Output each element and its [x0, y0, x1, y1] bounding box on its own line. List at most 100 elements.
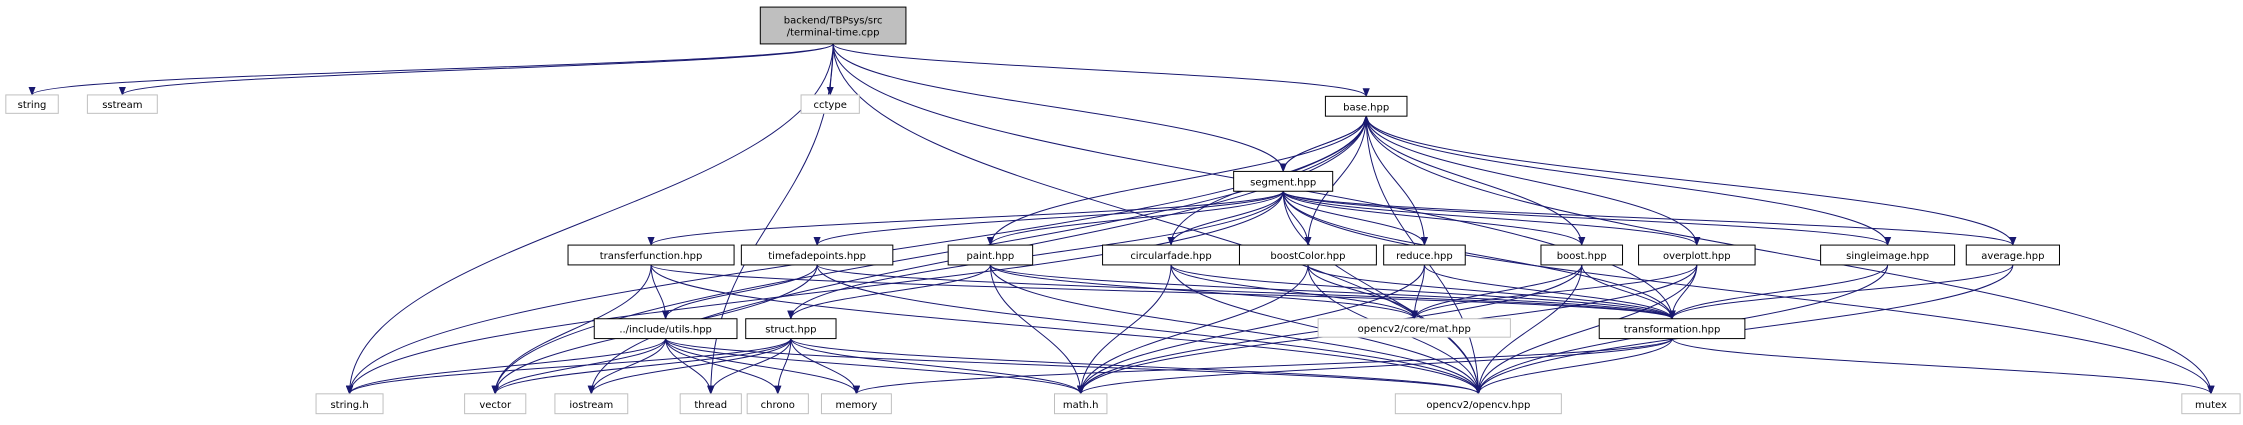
node-label: base.hpp	[1343, 102, 1389, 113]
node-label: opencv2/core/mat.hpp	[1358, 324, 1471, 335]
edge-struct-to-thread	[707, 338, 792, 395]
edge-utils-to-memory	[665, 338, 860, 395]
edge-boostColor-to-base	[1307, 115, 1370, 246]
node-box	[464, 393, 527, 415]
edge-boostColor-to-transformation	[1307, 264, 1676, 320]
node-label: opencv2/opencv.hpp	[1426, 400, 1530, 411]
node-boostColor[interactable]: boostColor.hpp	[1238, 244, 1377, 266]
edge-segment-to-struct	[787, 191, 1284, 320]
edge-segment-to-transferfunction	[647, 190, 1284, 246]
edge-struct-to-iostream	[587, 338, 792, 395]
node-segment[interactable]: segment.hpp	[1233, 170, 1334, 192]
node-label: boostColor.hpp	[1270, 251, 1345, 262]
node-reduce[interactable]: reduce.hpp	[1383, 244, 1466, 266]
node-label: ../include/utils.hpp	[619, 325, 712, 336]
node-box	[1820, 244, 1956, 266]
node-box	[315, 393, 384, 415]
node-label: chrono	[761, 400, 795, 411]
node-label: paint.hpp	[967, 251, 1015, 262]
edge-transferfunction-to-transformation	[650, 264, 1676, 320]
edge-circularfade-to-matcore	[1170, 264, 1418, 320]
node-label: segment.hpp	[1250, 177, 1316, 188]
edge-utils-to-vector	[491, 338, 667, 395]
node-mathh: math.h	[1054, 393, 1108, 415]
node-label: vector	[479, 400, 512, 411]
node-box	[1324, 95, 1408, 117]
edge-base-to-mutex	[1365, 116, 2215, 395]
node-box	[947, 244, 1034, 266]
edge-reduce-to-transformation	[1423, 264, 1676, 320]
edge-paint-to-base	[989, 115, 1370, 246]
node-box	[86, 94, 158, 114]
edge-average-to-transformation	[1668, 264, 2014, 320]
node-matcore: opencv2/core/mat.hpp	[1317, 318, 1511, 338]
node-label: cctype	[814, 100, 847, 111]
edge-boost-to-matcore	[1410, 264, 1583, 320]
node-label: math.h	[1063, 400, 1099, 411]
node-label: memory	[836, 400, 878, 411]
edge-struct-to-stringh	[346, 338, 792, 395]
edge-paint-to-matcore	[989, 264, 1418, 320]
node-label: mutex	[2195, 400, 2227, 411]
edge-utils-to-mathh	[665, 338, 1085, 395]
node-root[interactable]: backend/TBPsys/src/terminal-time.cpp	[759, 6, 907, 45]
node-box	[5, 94, 59, 114]
node-box	[820, 393, 892, 415]
edge-segment-to-boost	[1282, 191, 1586, 246]
node-box	[1394, 393, 1562, 415]
node-cctype: cctype	[800, 94, 860, 114]
node-utils[interactable]: ../include/utils.hpp	[593, 318, 738, 340]
node-box	[593, 318, 738, 340]
node-timefadepoints[interactable]: timefadepoints.hpp	[740, 244, 894, 266]
edge-utils-to-iostream	[587, 338, 667, 395]
node-overplott[interactable]: overplott.hpp	[1638, 244, 1756, 266]
edge-transferfunction-to-opencv	[650, 264, 1482, 395]
node-box	[759, 6, 907, 45]
node-box	[679, 393, 742, 415]
node-box	[745, 318, 837, 340]
node-struct[interactable]: struct.hpp	[745, 318, 837, 340]
edge-segment-to-average	[1282, 190, 2017, 246]
node-box	[1965, 244, 2060, 266]
node-singleimage[interactable]: singleimage.hpp	[1820, 244, 1956, 266]
edge-root-to-string	[28, 43, 834, 96]
edge-segment-to-overplott	[1282, 190, 1701, 246]
node-base[interactable]: base.hpp	[1324, 95, 1408, 117]
node-box	[1054, 393, 1108, 415]
edge-transformation-to-memory	[853, 338, 1673, 395]
node-label: reduce.hpp	[1396, 251, 1453, 262]
node-label: sstream	[102, 100, 142, 111]
edge-timefadepoints-to-utils	[662, 264, 818, 320]
node-label: singleimage.hpp	[1846, 251, 1929, 262]
node-paint[interactable]: paint.hpp	[947, 244, 1034, 266]
edge-transferfunction-to-vector	[491, 264, 652, 395]
edge-utils-to-chrono	[665, 338, 782, 395]
edge-segment-to-transformation	[1282, 191, 1676, 320]
node-label: iostream	[569, 400, 613, 411]
edge-reduce-to-base	[1362, 115, 1425, 246]
node-boost[interactable]: boost.hpp	[1540, 244, 1624, 266]
node-chrono: chrono	[746, 393, 809, 415]
node-label: transformation.hpp	[1624, 325, 1721, 336]
node-circularfade[interactable]: circularfade.hpp	[1102, 244, 1240, 266]
node-box	[1540, 244, 1624, 266]
edge-paint-to-transformation	[989, 264, 1676, 320]
edge-boost-to-base	[1362, 115, 1583, 246]
node-box	[1598, 318, 1746, 340]
edge-segment-to-reduce	[1282, 191, 1429, 246]
edge-struct-to-vector	[491, 338, 792, 395]
node-box	[1383, 244, 1466, 266]
edge-singleimage-to-base	[1362, 115, 1889, 246]
edge-segment-to-circularfade	[1167, 191, 1284, 246]
edge-root-to-sstream	[118, 43, 834, 96]
node-transferfunction[interactable]: transferfunction.hpp	[567, 244, 735, 266]
node-transformation[interactable]: transformation.hpp	[1598, 318, 1746, 340]
node-average[interactable]: average.hpp	[1965, 244, 2060, 266]
edge-paint-to-opencv	[989, 264, 1482, 395]
edge-overplott-to-matcore	[1410, 264, 1698, 320]
edge-utils-to-opencv	[665, 338, 1482, 395]
node-label: transferfunction.hpp	[600, 251, 703, 262]
edge-segment-to-timefadepoints	[813, 190, 1284, 246]
edge-timefadepoints-to-opencv	[816, 264, 1482, 395]
node-label: struct.hpp	[765, 325, 816, 336]
